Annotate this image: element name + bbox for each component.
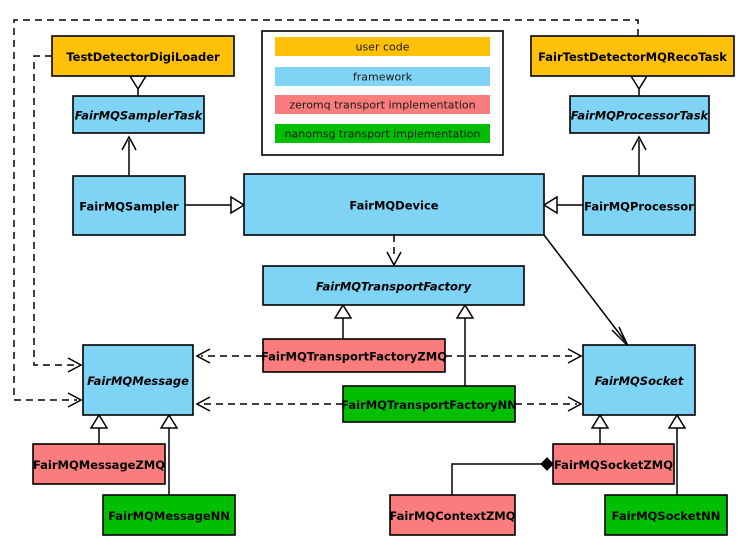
class-node-FairMQSocket[interactable]: FairMQSocket [582,344,696,416]
class-node-box[interactable] [582,344,696,416]
class-node-FairMQProcessor[interactable]: FairMQProcessor [582,175,696,236]
class-node-FairTestDetectorMQRecoTask[interactable]: FairTestDetectorMQRecoTask [530,35,735,77]
legend-item-framework: framework [275,67,490,86]
class-node-FairMQTransportFactoryNN[interactable]: FairMQTransportFactoryNN [341,385,517,423]
class-node-FairMQSamplerTask[interactable]: FairMQSamplerTask [72,95,205,134]
node-layer: TestDetectorDigiLoader FairTestDetectorMQ… [32,35,735,536]
class-node-FairMQMessageZMQ[interactable]: FairMQMessageZMQ [32,443,166,485]
class-node-label: FairMQTransportFactoryNN [341,398,517,412]
class-node-box[interactable] [32,443,166,485]
edge-contextzmq-to-socketzmq [451,457,554,495]
edge-device-to-socket [543,234,629,347]
edge-messagezmq-to-message [89,413,109,444]
edge-transportfactorynn-to-socket [515,396,583,412]
legend-item-zeromq: zeromq transport implementation [275,95,490,114]
class-node-box[interactable] [389,494,516,536]
edge-device-to-transportfactory [386,235,402,267]
class-node-label: FairMQSocketZMQ [554,458,673,472]
class-node-label: FairMQMessageNN [108,509,230,523]
class-node-FairMQSocketZMQ[interactable]: FairMQSocketZMQ [552,443,675,485]
legend-swatch-zeromq [275,95,490,114]
class-node-box[interactable] [342,385,516,423]
edge-digiloader-to-message [33,55,83,373]
class-node-FairMQMessage[interactable]: FairMQMessage [82,344,194,416]
edge-socketzmq-to-socket [590,413,610,444]
legend-swatch-nanomsg [275,124,490,143]
class-node-label: FairMQTransportFactory [316,280,472,294]
legend-item-user-code: user code [275,37,490,56]
class-node-label: FairTestDetectorMQRecoTask [538,50,727,64]
class-node-label: FairMQSamplerTask [75,109,204,123]
class-node-box[interactable] [530,35,735,77]
class-node-label: FairMQDevice [349,199,438,213]
edge-transportfactorynn-to-transportfactory [455,303,475,386]
class-node-FairMQDevice[interactable]: FairMQDevice [243,173,545,236]
class-node-label: TestDetectorDigiLoader [66,50,220,64]
legend-swatch-framework [275,67,490,86]
legend-label-framework: framework [353,71,413,84]
class-node-TestDetectorDigiLoader[interactable]: TestDetectorDigiLoader [51,35,235,77]
edge-sampler-to-samplertask [121,135,137,176]
class-node-label: FairMQMessage [87,374,189,388]
class-node-box[interactable] [102,494,236,536]
class-node-FairMQTransportFactory[interactable]: FairMQTransportFactory [262,265,525,306]
edge-transportfactoryzmq-to-transportfactory [333,303,353,339]
legend-label-zeromq: zeromq transport implementation [289,99,475,112]
class-node-label: FairMQSampler [79,200,179,214]
class-node-box[interactable] [262,338,446,373]
edge-processortask-to-recotask [629,75,649,96]
class-node-box[interactable] [72,95,205,134]
class-node-box[interactable] [243,173,545,236]
edge-socketnn-to-socket [667,413,687,495]
class-node-label: FairMQTransportFactoryZMQ [261,350,447,364]
class-node-label: FairMQContextZMQ [389,509,515,523]
legend-label-nanomsg: nanomsg transport implementation [285,128,481,141]
edge-sampler-to-device [185,195,246,215]
edge-layer [13,19,687,495]
edge-transportfactorynn-to-message [195,396,343,412]
legend-swatch-user-code [275,37,490,56]
legend-item-nanomsg: nanomsg transport implementation [275,124,490,143]
class-node-box[interactable] [72,175,186,236]
class-node-box[interactable] [262,265,525,306]
class-node-box[interactable] [604,494,728,536]
edge-processor-to-device [542,195,583,215]
class-node-label: FairMQSocketNN [612,509,721,523]
class-node-FairMQProcessorTask[interactable]: FairMQProcessorTask [569,95,710,134]
legend-label-user-code: user code [355,41,409,54]
class-node-box[interactable] [51,35,235,77]
class-node-label: FairMQProcessor [584,200,694,214]
class-node-label: FairMQSocket [595,374,684,388]
edge-recotask-to-message [13,19,639,408]
edge-messagenn-to-message [159,413,179,495]
class-node-box[interactable] [582,175,696,236]
edge-transportfactoryzmq-to-message [195,348,263,364]
class-node-box[interactable] [569,95,710,134]
edge-transportfactoryzmq-to-socket [445,348,583,364]
class-node-FairMQContextZMQ[interactable]: FairMQContextZMQ [389,494,516,536]
class-node-label: FairMQProcessorTask [571,109,710,123]
class-node-label: FairMQMessageZMQ [33,458,165,472]
class-node-box[interactable] [552,443,675,485]
class-node-FairMQSocketNN[interactable]: FairMQSocketNN [604,494,728,536]
legend: user code framework zeromq transport imp… [261,30,504,156]
edge-samplertask-to-digiloader [128,75,148,96]
class-node-FairMQTransportFactoryZMQ[interactable]: FairMQTransportFactoryZMQ [261,338,447,373]
class-node-FairMQMessageNN[interactable]: FairMQMessageNN [102,494,236,536]
class-node-FairMQSampler[interactable]: FairMQSampler [72,175,186,236]
edge-processor-to-processortask [631,135,647,176]
class-node-box[interactable] [82,344,194,416]
